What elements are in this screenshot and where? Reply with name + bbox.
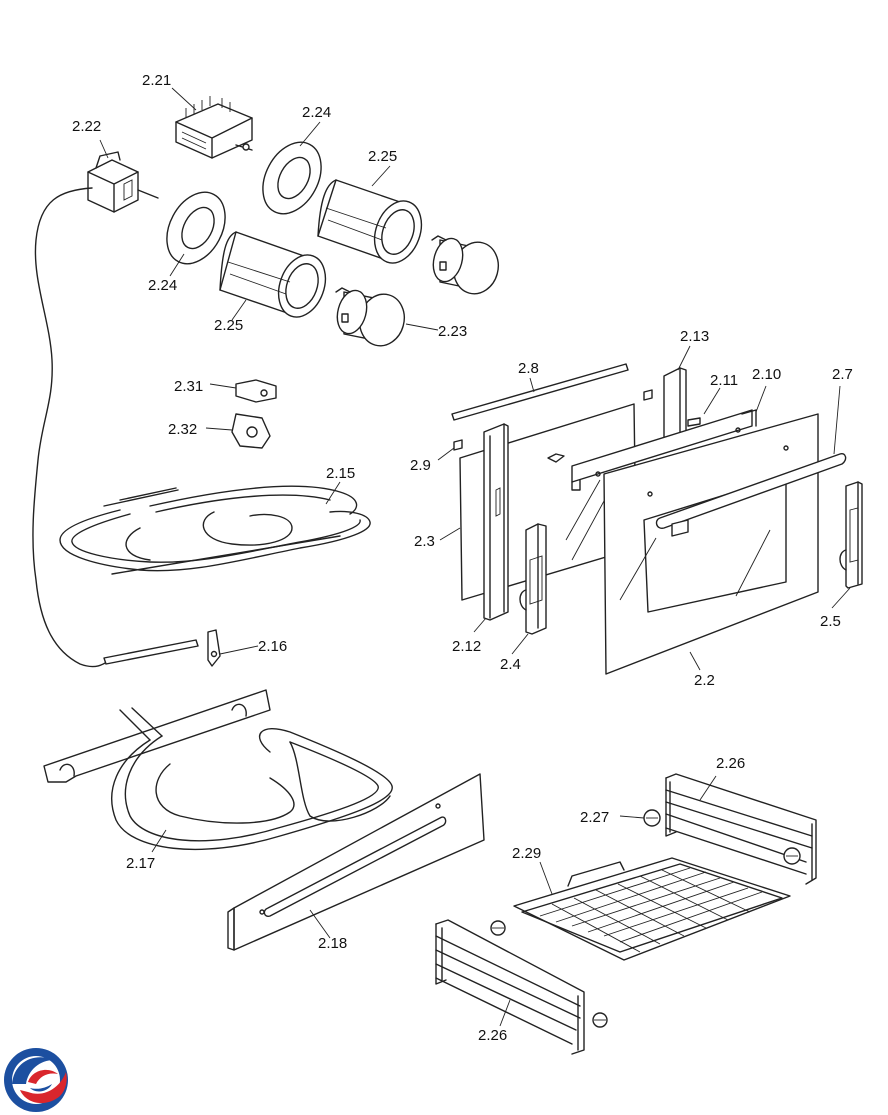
part-labels: 2.21 2.22 2.24 2.24 2.25 2.25 2.23 2.31 … (72, 72, 853, 1044)
capillary-tube (32, 187, 111, 668)
label-2-21: 2.21 (142, 72, 171, 89)
label-2-8: 2.8 (518, 360, 539, 377)
door-hinge-right (839, 481, 863, 589)
label-2-13: 2.13 (680, 328, 709, 345)
label-2-4: 2.4 (500, 656, 521, 673)
screw-top (643, 389, 701, 427)
label-2-15: 2.15 (326, 465, 355, 482)
door-handle (655, 452, 847, 537)
brand-logo (4, 1048, 68, 1112)
label-2-27: 2.27 (580, 809, 609, 826)
label-2-11: 2.11 (710, 372, 738, 389)
label-2-3: 2.3 (414, 533, 435, 550)
grill-heating-element (59, 485, 371, 575)
label-2-18: 2.18 (318, 935, 347, 952)
label-2-24-lower: 2.24 (148, 277, 177, 294)
selector-switch (175, 96, 253, 159)
control-knob-upper (431, 235, 499, 295)
temperature-sensor (103, 629, 221, 667)
knob-holder-lower (219, 231, 327, 318)
label-2-31: 2.31 (174, 378, 203, 395)
label-2-26-upper: 2.26 (716, 755, 745, 772)
side-rack-left (435, 919, 585, 1055)
rack-screw-right (783, 847, 801, 865)
label-2-17: 2.17 (126, 855, 155, 872)
label-2-24-upper: 2.24 (302, 104, 331, 121)
side-rack-right (665, 773, 817, 885)
bezel-ring-lower (166, 191, 226, 265)
label-2-23: 2.23 (438, 323, 467, 340)
leader-lines (99, 87, 851, 1027)
bezel-ring-upper (262, 141, 322, 215)
door-inner-frame (571, 409, 757, 491)
label-2-12: 2.12 (452, 638, 481, 655)
rack-screw-lower-left (490, 920, 506, 936)
label-2-26-lower: 2.26 (478, 1027, 507, 1044)
element-mounting-plate (227, 773, 485, 951)
bottom-heating-element (43, 689, 393, 851)
rack-screw-left (643, 809, 661, 827)
label-2-32: 2.32 (168, 421, 197, 438)
terminal-block (231, 413, 271, 449)
rack-screw-lower-right (592, 1012, 608, 1028)
label-2-29: 2.29 (512, 845, 541, 862)
door-top-strip (451, 363, 629, 421)
door-side-channel (483, 423, 509, 621)
oven-wire-shelf (513, 857, 791, 961)
label-2-22: 2.22 (72, 118, 101, 135)
label-2-2: 2.2 (694, 672, 715, 689)
screw-door (547, 453, 565, 463)
thermostat (87, 151, 159, 213)
door-hinge-left (519, 523, 547, 635)
label-2-25-upper: 2.25 (368, 148, 397, 165)
knob-holder-upper (317, 179, 423, 264)
label-2-9: 2.9 (410, 457, 431, 474)
label-2-5: 2.5 (820, 613, 841, 630)
label-2-10: 2.10 (752, 366, 781, 383)
screw-small-left (453, 439, 463, 451)
label-2-7: 2.7 (832, 366, 853, 383)
bracket-clip (235, 379, 277, 403)
control-knob-lower (335, 287, 405, 347)
label-2-25-lower: 2.25 (214, 317, 243, 334)
label-2-16: 2.16 (258, 638, 287, 655)
